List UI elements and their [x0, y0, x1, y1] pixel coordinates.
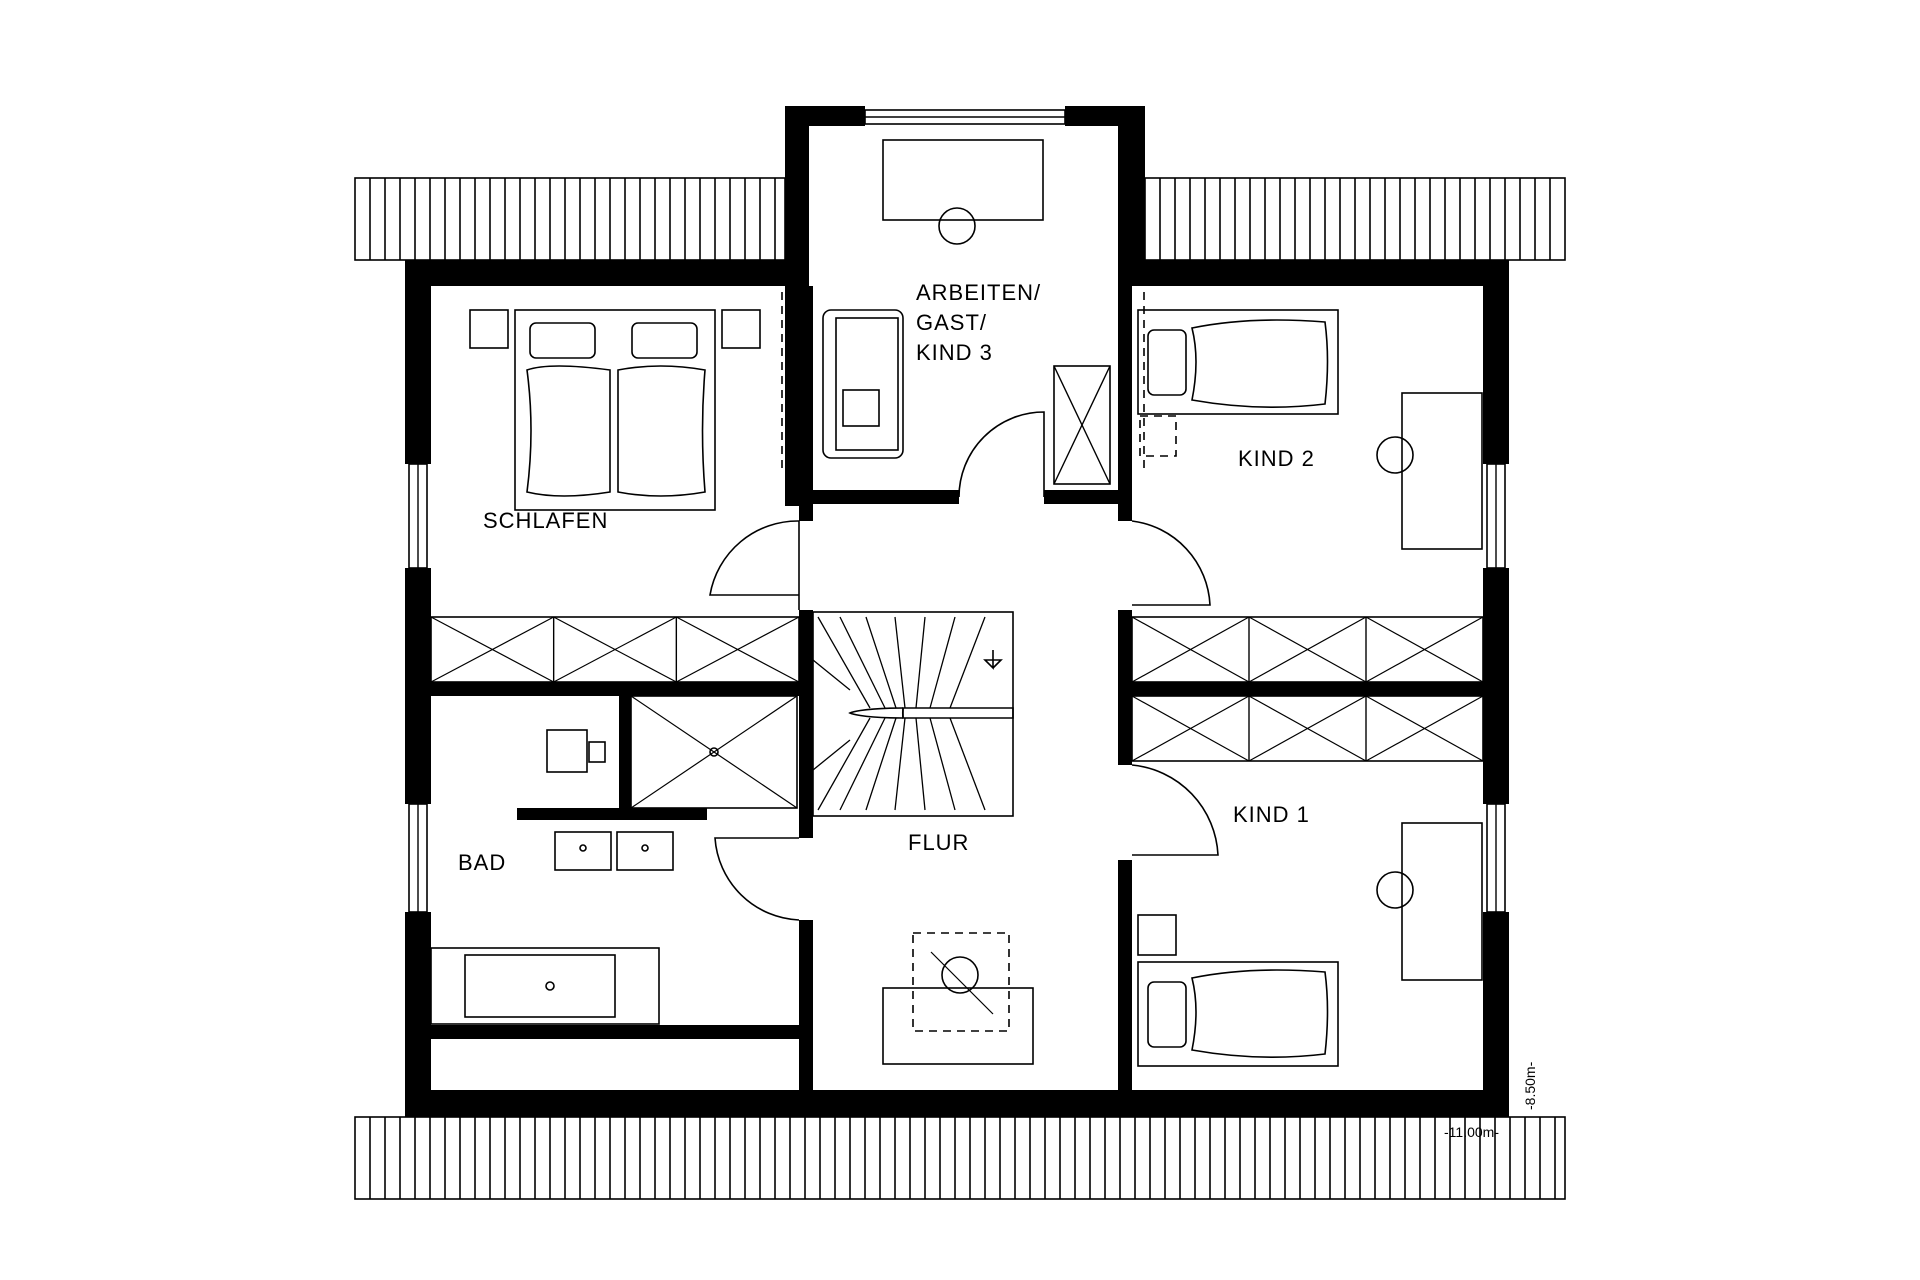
- room-label-flur: FLUR: [908, 830, 969, 855]
- room-label-bad: BAD: [458, 850, 506, 875]
- window-right-kind2: [1486, 463, 1506, 569]
- wardrobe-arbeiten: [1053, 365, 1111, 485]
- window-right-kind1: [1486, 803, 1506, 913]
- nightstand-kind1: [1137, 914, 1177, 956]
- room-label-arbeiten-line2: GAST/: [916, 310, 987, 335]
- window-left-bad: [408, 803, 428, 913]
- bathtub: [430, 947, 660, 1025]
- sofa-arbeiten: [822, 309, 904, 459]
- double-bed: [514, 309, 716, 511]
- roof-overhang-top-left: [354, 177, 786, 261]
- staircase: [812, 611, 1014, 817]
- bed-kind2: [1137, 309, 1339, 415]
- shower: [630, 695, 798, 809]
- nightstand-left: [469, 309, 509, 349]
- nightstand-right: [721, 309, 761, 349]
- desk-flur: [882, 932, 1034, 1065]
- room-label-arbeiten-line3: KIND 3: [916, 340, 993, 365]
- desk-arbeiten: [882, 139, 1044, 245]
- toilet: [546, 729, 606, 773]
- window-dormer: [864, 109, 1066, 125]
- desk-kind2: [1376, 392, 1483, 550]
- window-left-schlafen: [408, 463, 428, 569]
- dimension-depth: -8.50m-: [1522, 1061, 1538, 1110]
- wardrobe-kind2: [1131, 616, 1484, 683]
- roof-overhang-bottom: [354, 1116, 1566, 1200]
- doors: [709, 411, 1219, 921]
- desk-kind1: [1376, 822, 1483, 981]
- wardrobe-schlafen: [430, 616, 800, 683]
- room-label-arbeiten-line1: ARBEITEN/: [916, 280, 1041, 305]
- room-label-kind2: KIND 2: [1238, 446, 1315, 471]
- room-label-schlafen: SCHLAFEN: [483, 508, 608, 533]
- interior-walls: [431, 286, 1483, 1090]
- room-label-kind1: KIND 1: [1233, 802, 1310, 827]
- wardrobe-kind1: [1131, 695, 1484, 762]
- nightstand-kind2: [1139, 415, 1177, 457]
- sinks: [554, 831, 674, 871]
- dimension-width: -11.00m-: [1444, 1124, 1499, 1140]
- bed-kind1: [1137, 961, 1339, 1067]
- roof-overhang-top-right: [1144, 177, 1566, 261]
